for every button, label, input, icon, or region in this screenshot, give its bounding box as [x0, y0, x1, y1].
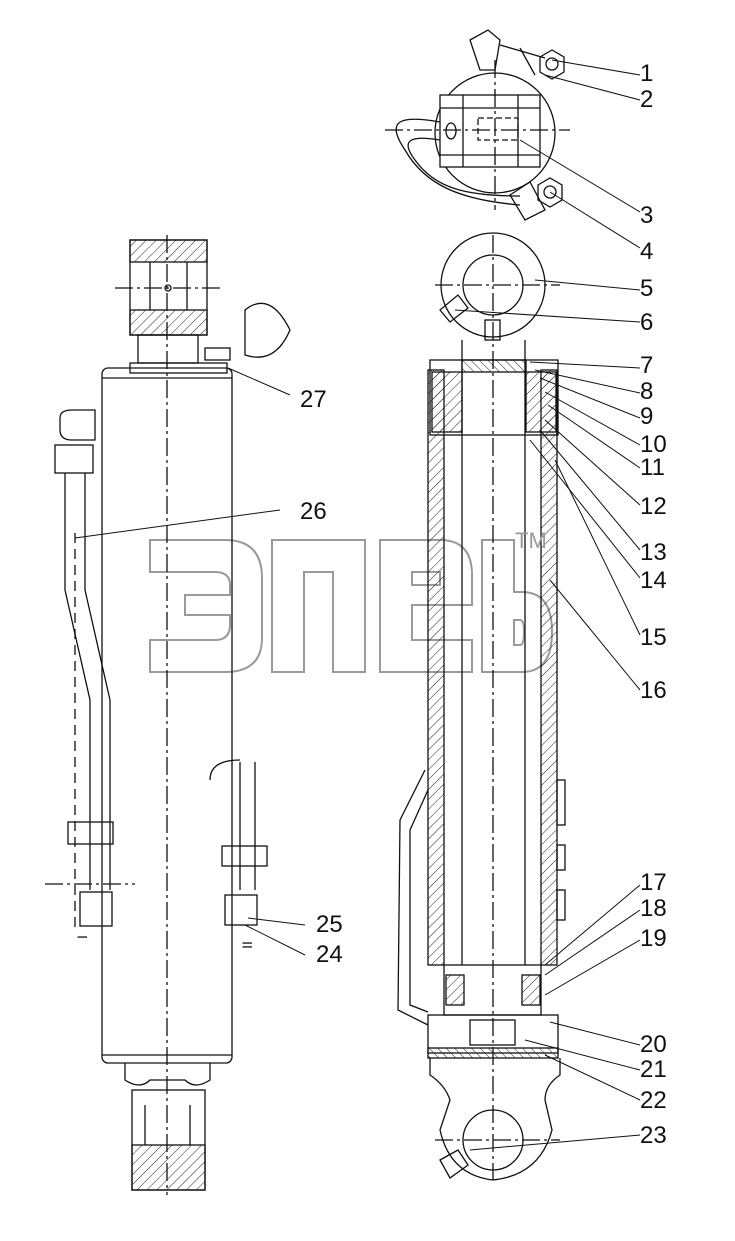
- left-view: [45, 235, 291, 1195]
- callout-11: 11: [640, 454, 665, 481]
- callout-12: 12: [640, 493, 667, 520]
- callout-2: 2: [640, 86, 654, 113]
- callout-22: 22: [640, 1087, 667, 1114]
- callout-23: 23: [640, 1122, 667, 1149]
- callout-25: 25: [316, 911, 343, 938]
- leader-lines: [74, 59, 641, 1151]
- callout-10: 10: [640, 431, 667, 458]
- callout-17: 17: [640, 869, 667, 896]
- top-view: [385, 29, 570, 221]
- callout-24: 24: [316, 941, 343, 968]
- callout-26: 26: [300, 498, 327, 525]
- callout-9: 9: [640, 403, 654, 430]
- callout-27: 27: [300, 386, 327, 413]
- callout-7: 7: [640, 352, 654, 379]
- callout-21: 21: [640, 1056, 667, 1083]
- port-mark-i: I: [73, 935, 90, 939]
- callout-4: 4: [640, 238, 654, 265]
- callout-1: 1: [640, 60, 654, 87]
- callout-14: 14: [640, 567, 667, 594]
- callout-8: 8: [640, 378, 654, 405]
- callout-5: 5: [640, 275, 654, 302]
- callout-16: 16: [640, 677, 667, 704]
- callout-6: 6: [640, 309, 654, 336]
- callout-15: 15: [640, 624, 667, 651]
- callout-19: 19: [640, 925, 667, 952]
- callout-13: 13: [640, 539, 667, 566]
- callout-3: 3: [640, 202, 654, 229]
- callout-18: 18: [640, 895, 667, 922]
- section-view: [397, 232, 566, 1181]
- port-mark-ii: II: [238, 941, 255, 949]
- callout-20: 20: [640, 1031, 667, 1058]
- watermark-logo: [149, 539, 554, 673]
- watermark-tm: TM: [515, 528, 547, 553]
